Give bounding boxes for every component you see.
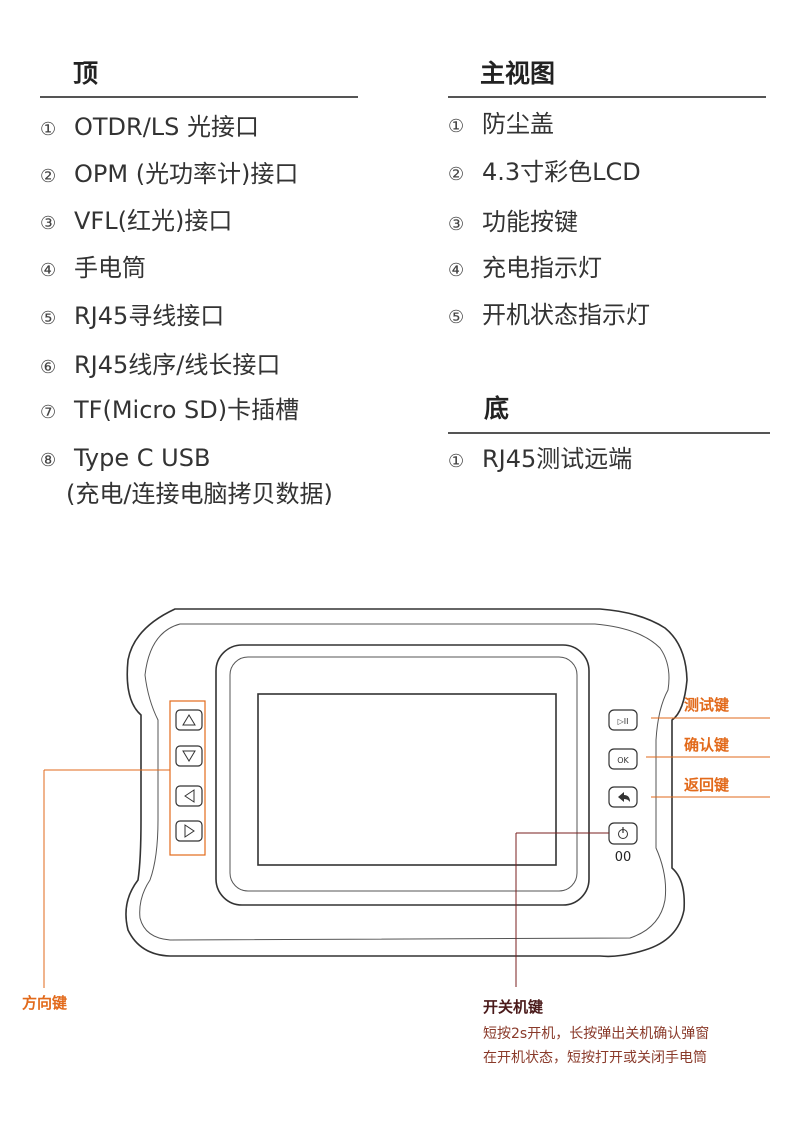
direction-button-group-frame [169,700,206,856]
right-button[interactable] [175,820,203,842]
power-button[interactable] [608,822,638,845]
section-title-bottom: 底 [484,394,510,423]
play-pause-icon: ▷II [618,717,629,726]
callout-direction-key: 方向键 [22,994,68,1012]
ok-button[interactable]: OK [608,748,638,770]
callout-back-key: 返回键 [684,776,730,794]
power-key-note-line-1: 短按2s开机，长按弹出关机确认弹窗 [483,1026,710,1042]
screen-bezel-outer [215,644,590,906]
left-arrow-icon [184,789,195,803]
power-key-title: 开关机键 [483,998,544,1016]
up-button[interactable] [175,709,203,731]
device-outline [125,608,688,958]
back-button[interactable] [608,786,638,808]
ok-label: OK [617,756,629,765]
section-rule-main-view [448,96,766,98]
section-rule-bottom [448,432,770,434]
device-inner-outline [139,623,670,941]
back-arrow-icon [618,792,630,802]
callout-confirm-key: 确认键 [684,736,730,754]
left-button[interactable] [175,785,203,807]
up-arrow-icon [182,714,196,726]
list-item-continuation: (充电/连接电脑拷贝数据) [66,480,333,508]
down-arrow-icon [182,750,196,762]
test-button[interactable]: ▷II [608,709,638,731]
section-rule-top [40,96,358,98]
section-title-main-view: 主视图 [480,59,556,88]
right-arrow-icon [184,824,195,838]
power-key-note-line-2: 在开机状态，短按打开或关闭手电筒 [483,1050,707,1066]
callout-test-key: 测试键 [684,696,730,714]
screen-bezel-inner [229,656,578,892]
lcd-screen [257,693,557,866]
section-title-top: 顶 [73,59,99,88]
indicator-leds-label: 00 [615,850,632,865]
down-button[interactable] [175,745,203,767]
